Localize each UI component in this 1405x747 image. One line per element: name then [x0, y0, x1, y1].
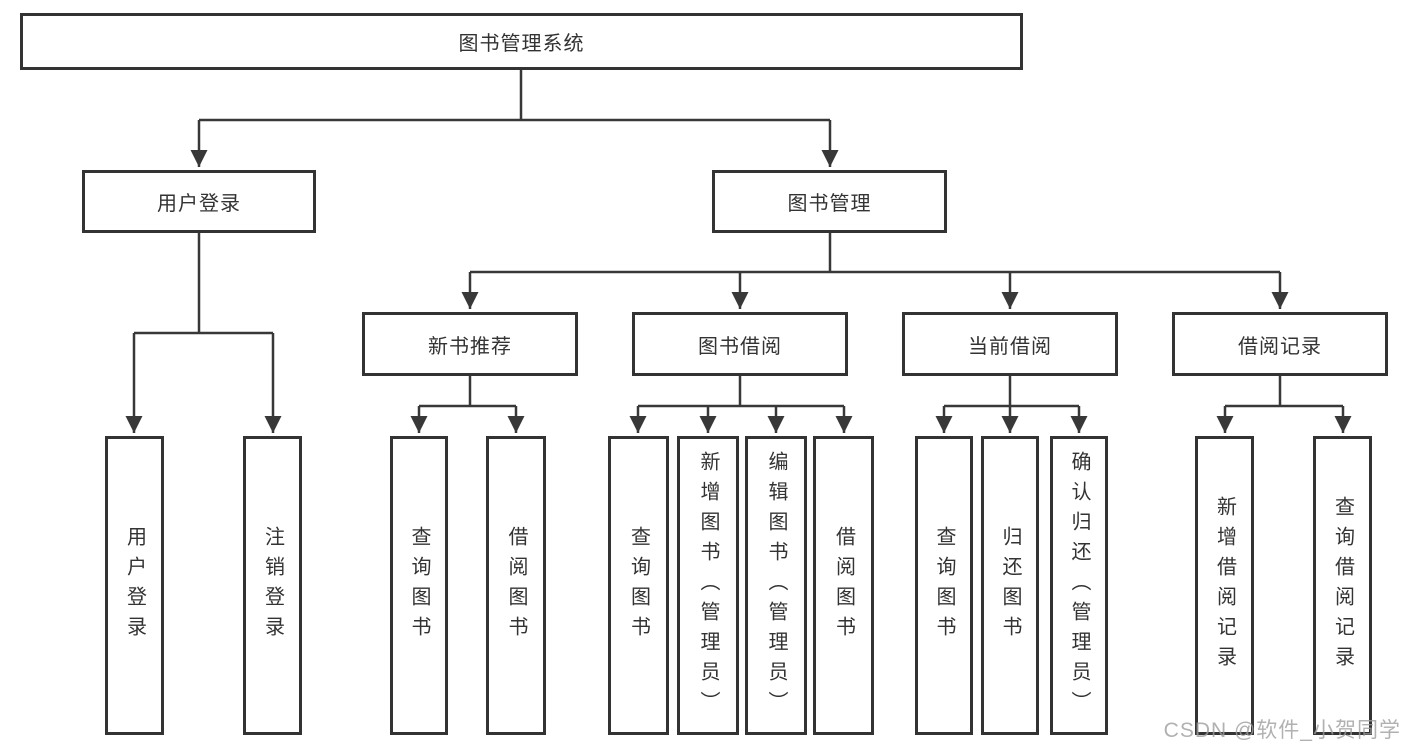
node-leaf-query-books-2: 查询图书	[608, 436, 669, 735]
node-leaf-query-books-3: 查询图书	[915, 436, 973, 735]
node-leaf-user-login: 用户登录	[105, 436, 164, 735]
node-leaf-add-books-admin: 新增图书（管理员）	[677, 436, 739, 735]
node-leaf-return-books: 归还图书	[981, 436, 1039, 735]
node-current-borrow: 当前借阅	[902, 312, 1118, 376]
node-new-book-recommend: 新书推荐	[362, 312, 578, 376]
node-leaf-edit-books-admin: 编辑图书（管理员）	[745, 436, 807, 735]
node-book-management: 图书管理	[712, 170, 947, 233]
node-root: 图书管理系统	[20, 13, 1023, 70]
node-leaf-logout: 注销登录	[243, 436, 302, 735]
node-borrow-record: 借阅记录	[1172, 312, 1388, 376]
node-leaf-borrow-books-1: 借阅图书	[486, 436, 546, 735]
node-leaf-confirm-return-admin: 确认归还（管理员）	[1050, 436, 1108, 735]
node-leaf-add-borrow-record: 新增借阅记录	[1195, 436, 1254, 735]
node-leaf-query-borrow-record: 查询借阅记录	[1313, 436, 1372, 735]
node-leaf-borrow-books-2: 借阅图书	[813, 436, 874, 735]
node-user-login: 用户登录	[82, 170, 316, 233]
node-leaf-query-books-1: 查询图书	[390, 436, 448, 735]
node-book-borrow: 图书借阅	[632, 312, 848, 376]
csdn-watermark: CSDN @软件_小贺同学	[1163, 719, 1401, 742]
